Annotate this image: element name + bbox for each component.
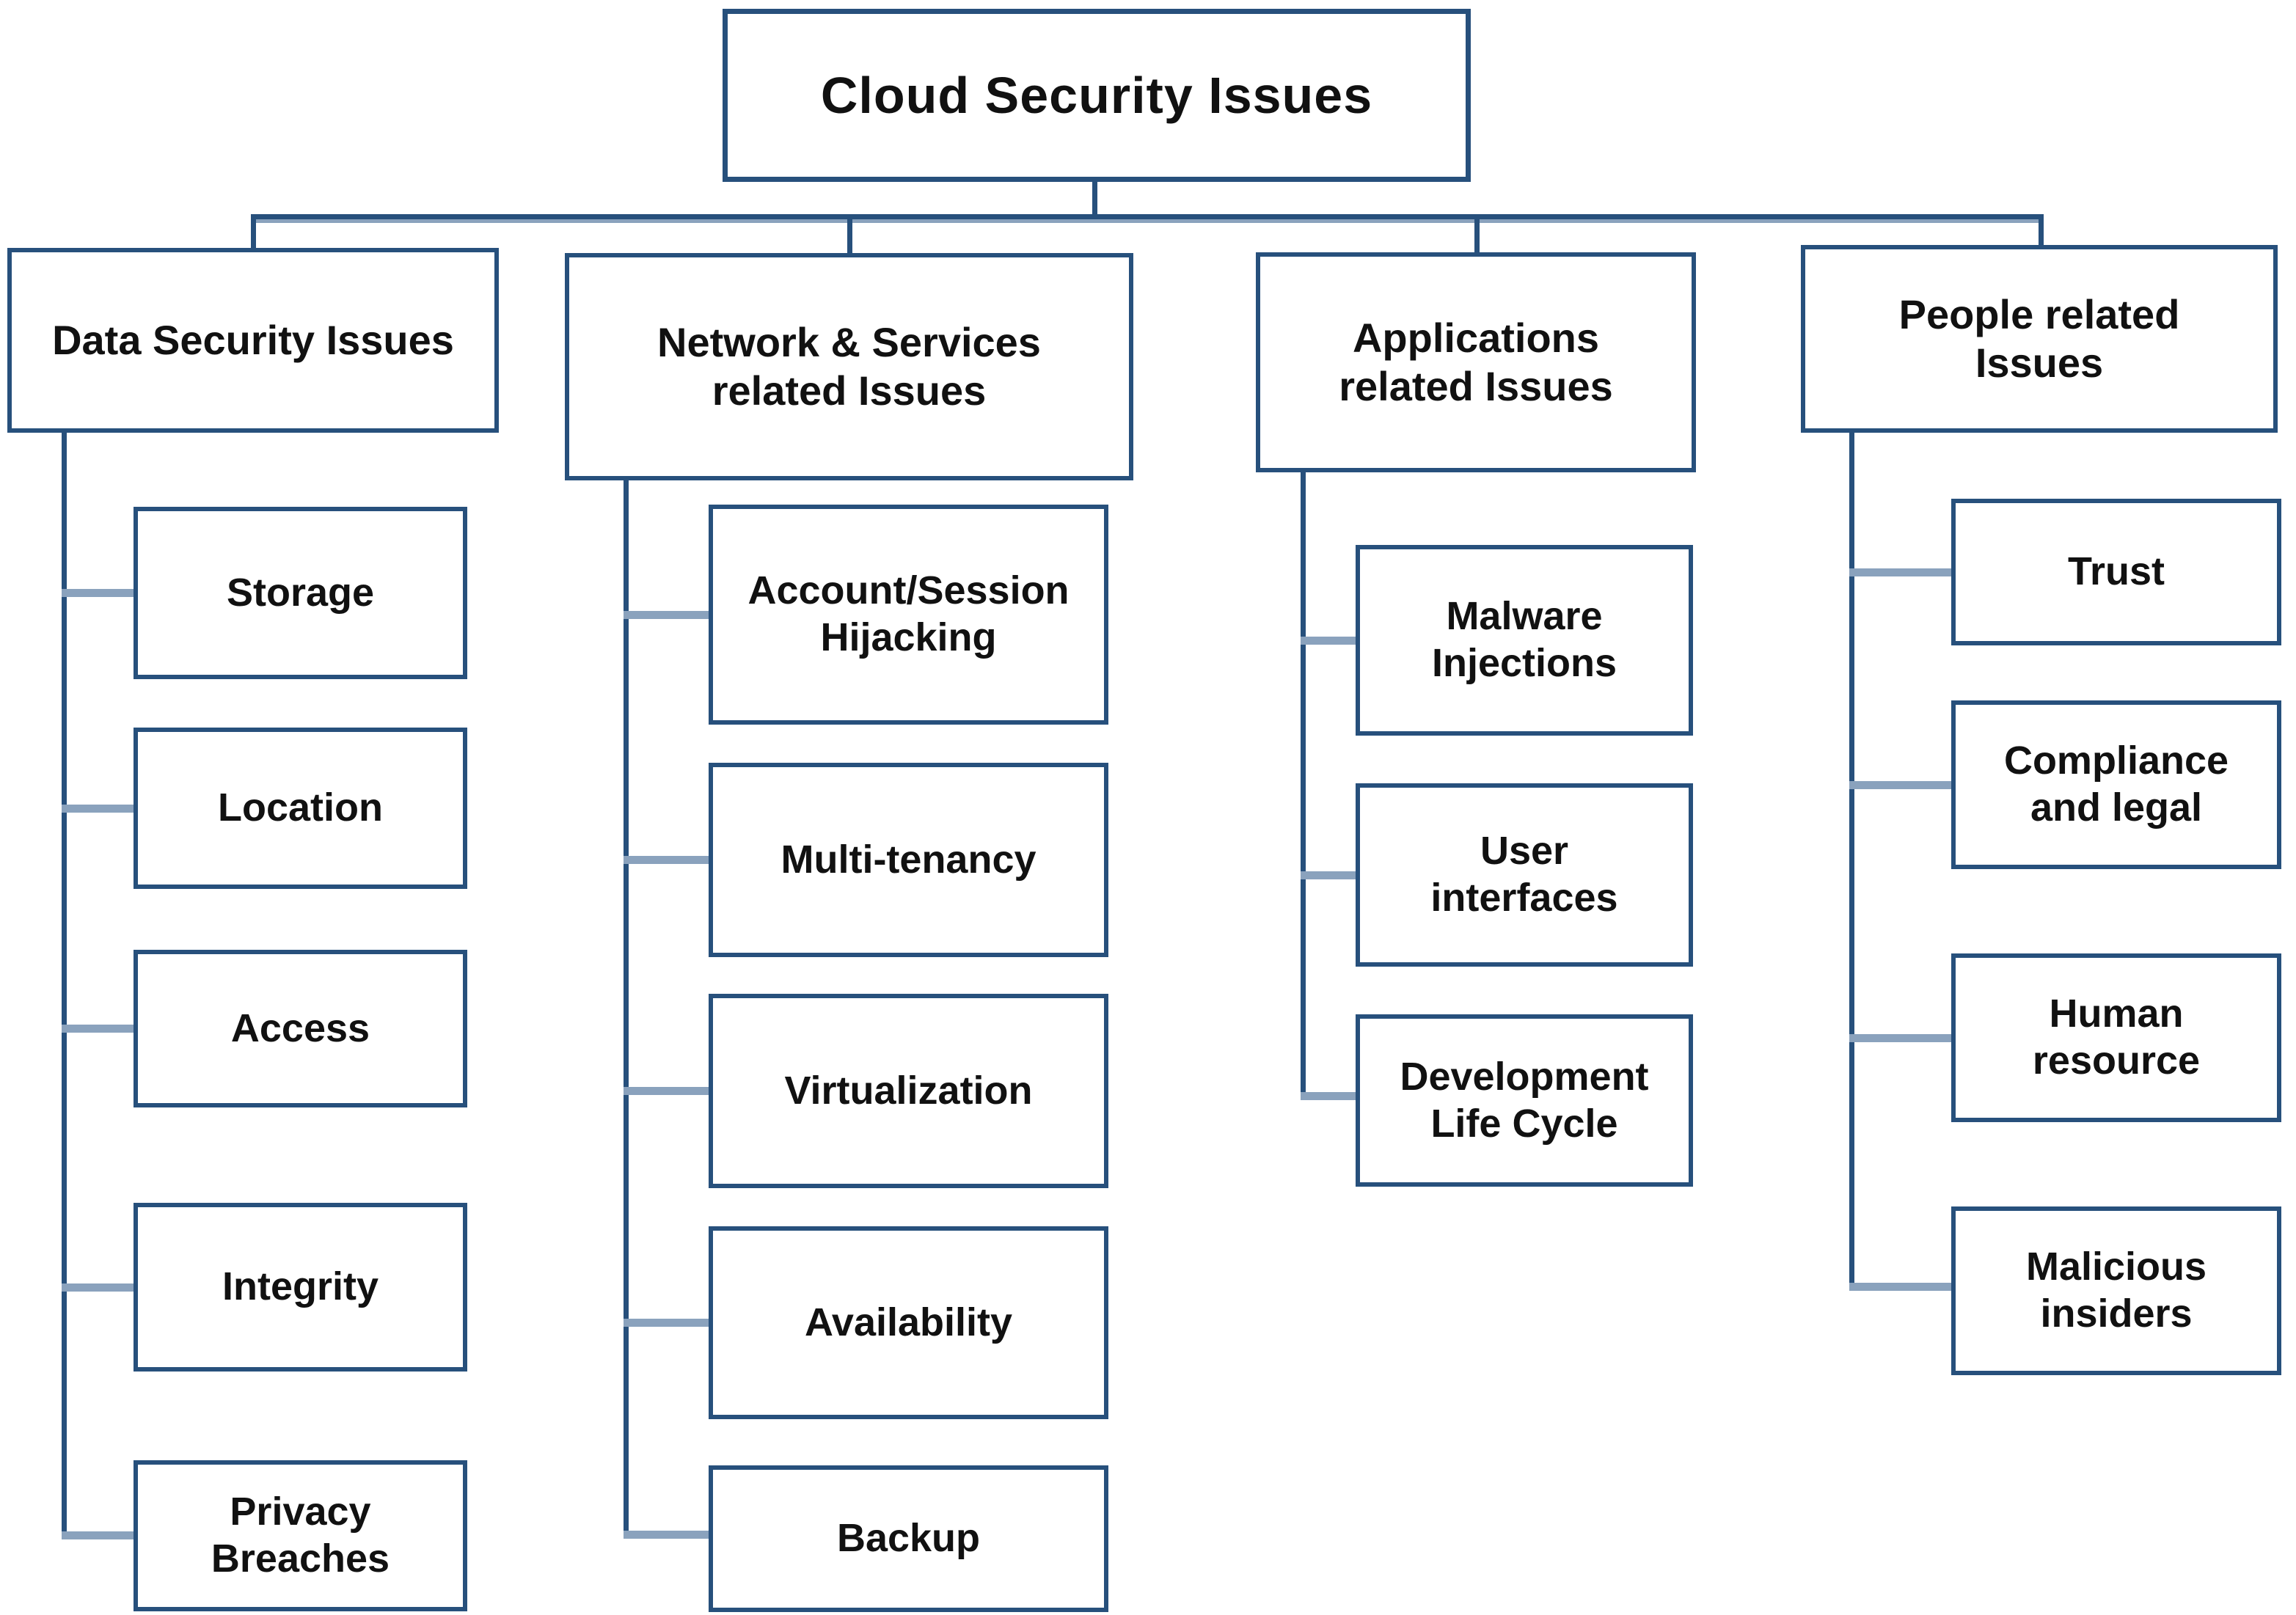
connector-stub-col2 [847, 214, 852, 254]
connector-leaf-location [62, 805, 134, 813]
category-node-applications-related-issues: Applications related Issues [1256, 252, 1696, 472]
connector-leaf-multi-tenancy [624, 856, 709, 864]
category-label: Data Security Issues [52, 316, 454, 363]
leaf-label: Malicious insiders [2025, 1245, 2207, 1336]
connector-stub-col1 [251, 214, 256, 249]
leaf-label: Storage [226, 570, 375, 615]
leaf-label: Availability [804, 1300, 1013, 1344]
category-label: Network & Services related Issues [657, 318, 1041, 414]
leaf-label: Trust [2067, 549, 2165, 594]
leaf-node-availability: Availability [709, 1226, 1108, 1419]
connector-leaf-user-interfaces [1301, 871, 1356, 879]
leaf-node-human-resource: Human resource [1951, 953, 2281, 1122]
connector-leaf-access [62, 1025, 134, 1033]
root-node-cloud-security-issues: Cloud Security Issues [723, 9, 1471, 182]
leaf-label: Development Life Cycle [1400, 1054, 1649, 1146]
connector-leaf-compliance-and-legal [1849, 781, 1951, 789]
leaf-label: Access [230, 1006, 370, 1050]
leaf-node-development-life-cycle: Development Life Cycle [1356, 1014, 1693, 1187]
connector-leaf-malware-injections [1301, 637, 1356, 645]
leaf-node-virtualization: Virtualization [709, 994, 1108, 1188]
leaf-node-compliance-and-legal: Compliance and legal [1951, 700, 2281, 869]
leaf-label: Virtualization [784, 1068, 1033, 1113]
connector-leaf-backup [624, 1531, 709, 1539]
leaf-label: Multi-tenancy [780, 837, 1037, 882]
leaf-label: Account/Session Hijacking [747, 568, 1070, 659]
leaf-node-trust: Trust [1951, 499, 2281, 645]
connector-stub-col4 [2039, 214, 2044, 246]
leaf-node-user-interfaces: User interfaces [1356, 783, 1693, 967]
category-node-people-related-issues: People related Issues [1801, 245, 2278, 433]
leaf-label: User interfaces [1430, 829, 1618, 920]
connector-stub-col3 [1474, 214, 1480, 254]
category-label: People related Issues [1898, 290, 2180, 386]
connector-leaf-malicious-insiders [1849, 1283, 1951, 1291]
leaf-label: Backup [836, 1516, 981, 1561]
connector-leaf-development-life-cycle [1301, 1092, 1356, 1100]
connector-bus [251, 214, 2044, 219]
root-node-label: Cloud Security Issues [820, 66, 1373, 124]
leaf-label: Malware Injections [1431, 594, 1617, 685]
connector-bus-shadow [251, 219, 2044, 223]
leaf-label: Location [218, 785, 383, 830]
category-node-data-security-issues: Data Security Issues [7, 248, 499, 433]
leaf-label: Compliance and legal [2003, 739, 2229, 830]
leaf-node-privacy-breaches: Privacy Breaches [134, 1460, 467, 1611]
connector-drop-col4 [1849, 430, 1854, 1291]
leaf-node-account-session-hijacking: Account/Session Hijacking [709, 505, 1108, 725]
leaf-label: Integrity [222, 1264, 379, 1309]
leaf-node-backup: Backup [709, 1465, 1108, 1612]
connector-leaf-privacy-breaches [62, 1531, 134, 1539]
leaf-node-malware-injections: Malware Injections [1356, 545, 1693, 736]
connector-leaf-integrity [62, 1283, 134, 1292]
leaf-label: Human resource [2032, 992, 2201, 1083]
category-node-network-services-related-issues: Network & Services related Issues [565, 253, 1133, 480]
leaf-node-location: Location [134, 728, 467, 889]
connector-leaf-trust [1849, 568, 1951, 576]
leaf-node-access: Access [134, 950, 467, 1107]
connector-leaf-human-resource [1849, 1034, 1951, 1042]
connector-drop-col1 [62, 430, 67, 1536]
leaf-node-multi-tenancy: Multi-tenancy [709, 763, 1108, 957]
category-label: Applications related Issues [1339, 314, 1613, 409]
connector-leaf-account-session-hijacking [624, 611, 709, 619]
connector-leaf-virtualization [624, 1087, 709, 1095]
connector-title-stub [1092, 182, 1097, 216]
leaf-node-integrity: Integrity [134, 1203, 467, 1372]
leaf-node-storage: Storage [134, 507, 467, 679]
leaf-label: Privacy Breaches [211, 1490, 390, 1581]
connector-drop-col2 [624, 477, 629, 1539]
connector-drop-col3 [1301, 469, 1306, 1100]
connector-leaf-storage [62, 589, 134, 597]
connector-leaf-availability [624, 1319, 709, 1327]
leaf-node-malicious-insiders: Malicious insiders [1951, 1206, 2281, 1375]
